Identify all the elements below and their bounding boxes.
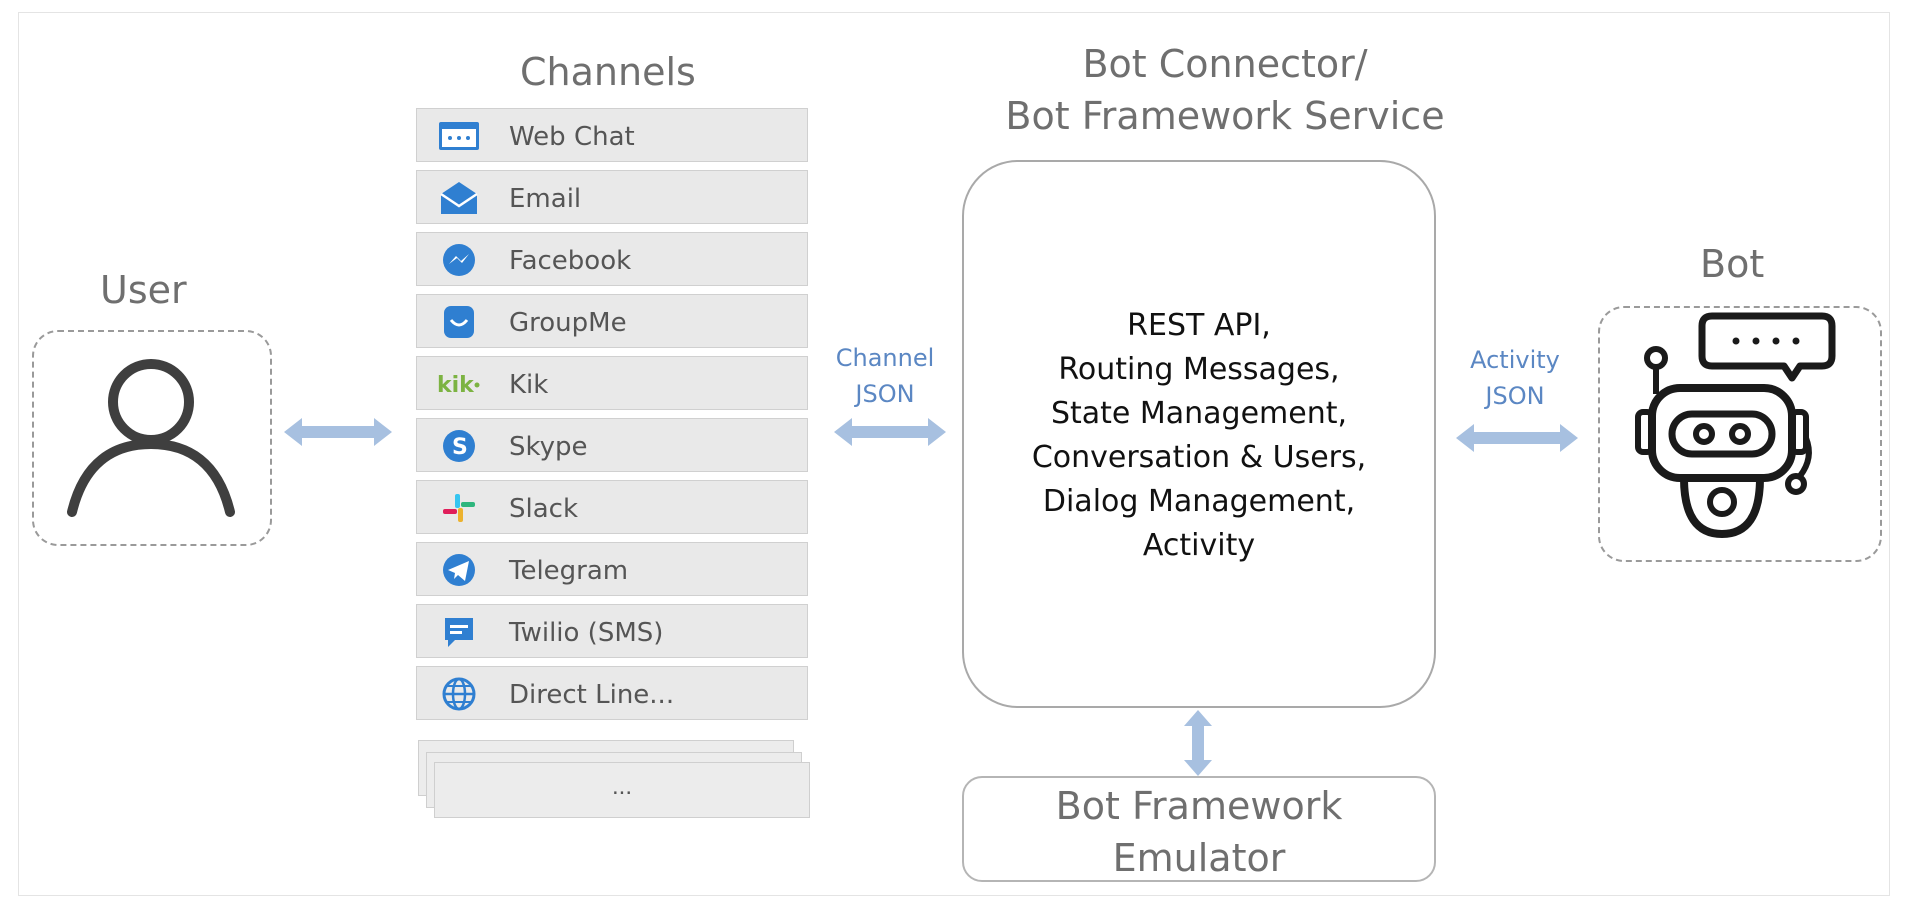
connector-features: REST API, Routing Messages, State Manage… — [964, 304, 1434, 568]
connector-bot-arrow — [1456, 424, 1578, 452]
channel-twilio-sms[interactable]: Twilio (SMS) — [416, 604, 808, 658]
channel-facebook[interactable]: Facebook — [416, 232, 808, 286]
slack-icon — [443, 494, 475, 522]
channel-label: Email — [509, 184, 582, 214]
channel-label: GroupMe — [509, 308, 627, 338]
feature-line: Activity — [1142, 528, 1256, 563]
feature-line: Routing Messages, — [1058, 352, 1340, 387]
bot-connector-box: REST API, Routing Messages, State Manage… — [962, 160, 1436, 708]
channel-email[interactable]: Email — [416, 170, 808, 224]
svg-text:kik: kik — [437, 373, 475, 398]
user-title: User — [100, 268, 187, 312]
bot-title: Bot — [1700, 242, 1765, 286]
channel-web-chat[interactable]: Web Chat — [416, 108, 808, 162]
channel-slack[interactable]: Slack — [416, 480, 808, 534]
channels-connector-arrow — [834, 418, 946, 446]
web-chat-icon — [439, 122, 479, 150]
channel-direct-line[interactable]: Direct Line... — [416, 666, 808, 720]
feature-line: State Management, — [1050, 396, 1348, 431]
channel-label: Web Chat — [509, 122, 635, 152]
telegram-icon — [443, 554, 475, 586]
channel-label: Skype — [509, 432, 588, 462]
diagram-frame — [18, 12, 1890, 896]
channel-kik[interactable]: kik Kik — [416, 356, 808, 410]
channel-label: Direct Line... — [509, 680, 675, 710]
channel-label: Kik — [509, 370, 549, 400]
email-icon — [440, 182, 478, 214]
channel-groupme[interactable]: GroupMe — [416, 294, 808, 348]
connector-title: Bot Connector/ Bot Framework Service — [960, 38, 1490, 142]
more-channels-card[interactable]: ... — [434, 762, 810, 818]
channels-title: Channels — [520, 50, 696, 94]
activity-json-label: Activity JSON — [1450, 342, 1580, 414]
skype-icon: S — [443, 430, 475, 462]
user-icon — [67, 359, 235, 517]
svg-text:S: S — [452, 435, 468, 460]
channel-label: Telegram — [509, 556, 629, 586]
feature-line: Conversation & Users, — [1031, 440, 1367, 475]
user-channels-arrow — [284, 418, 392, 446]
channel-label: Facebook — [509, 246, 632, 276]
groupme-icon — [444, 306, 474, 338]
channel-json-line2: JSON — [855, 380, 915, 408]
user-box — [32, 330, 272, 546]
bot-box — [1598, 306, 1882, 562]
more-channels-ellipsis: ... — [611, 773, 632, 800]
feature-line: Dialog Management, — [1042, 484, 1356, 519]
channel-telegram[interactable]: Telegram — [416, 542, 808, 596]
connector-title-line2: Bot Framework Service — [1005, 94, 1445, 138]
channel-json-line1: Channel — [835, 344, 935, 372]
messenger-icon — [443, 244, 475, 276]
bot-framework-emulator-box: Bot Framework Emulator — [962, 776, 1436, 882]
emulator-label: Bot Framework Emulator — [964, 780, 1434, 884]
globe-icon — [442, 677, 476, 711]
connector-emulator-arrow — [1184, 710, 1212, 776]
emulator-line2: Emulator — [1112, 836, 1286, 880]
emulator-line1: Bot Framework — [1055, 784, 1343, 828]
robot-icon — [1635, 312, 1836, 539]
activity-json-line2: JSON — [1485, 382, 1545, 410]
channel-json-label: Channel JSON — [820, 340, 950, 412]
feature-line: REST API, — [1127, 308, 1271, 343]
channel-label: Slack — [509, 494, 579, 524]
sms-icon — [445, 618, 473, 647]
channel-label: Twilio (SMS) — [509, 618, 664, 648]
activity-json-line1: Activity — [1470, 346, 1560, 374]
connector-title-line1: Bot Connector/ — [1082, 42, 1368, 86]
channel-skype[interactable]: S Skype — [416, 418, 808, 472]
kik-icon: kik — [437, 373, 480, 398]
